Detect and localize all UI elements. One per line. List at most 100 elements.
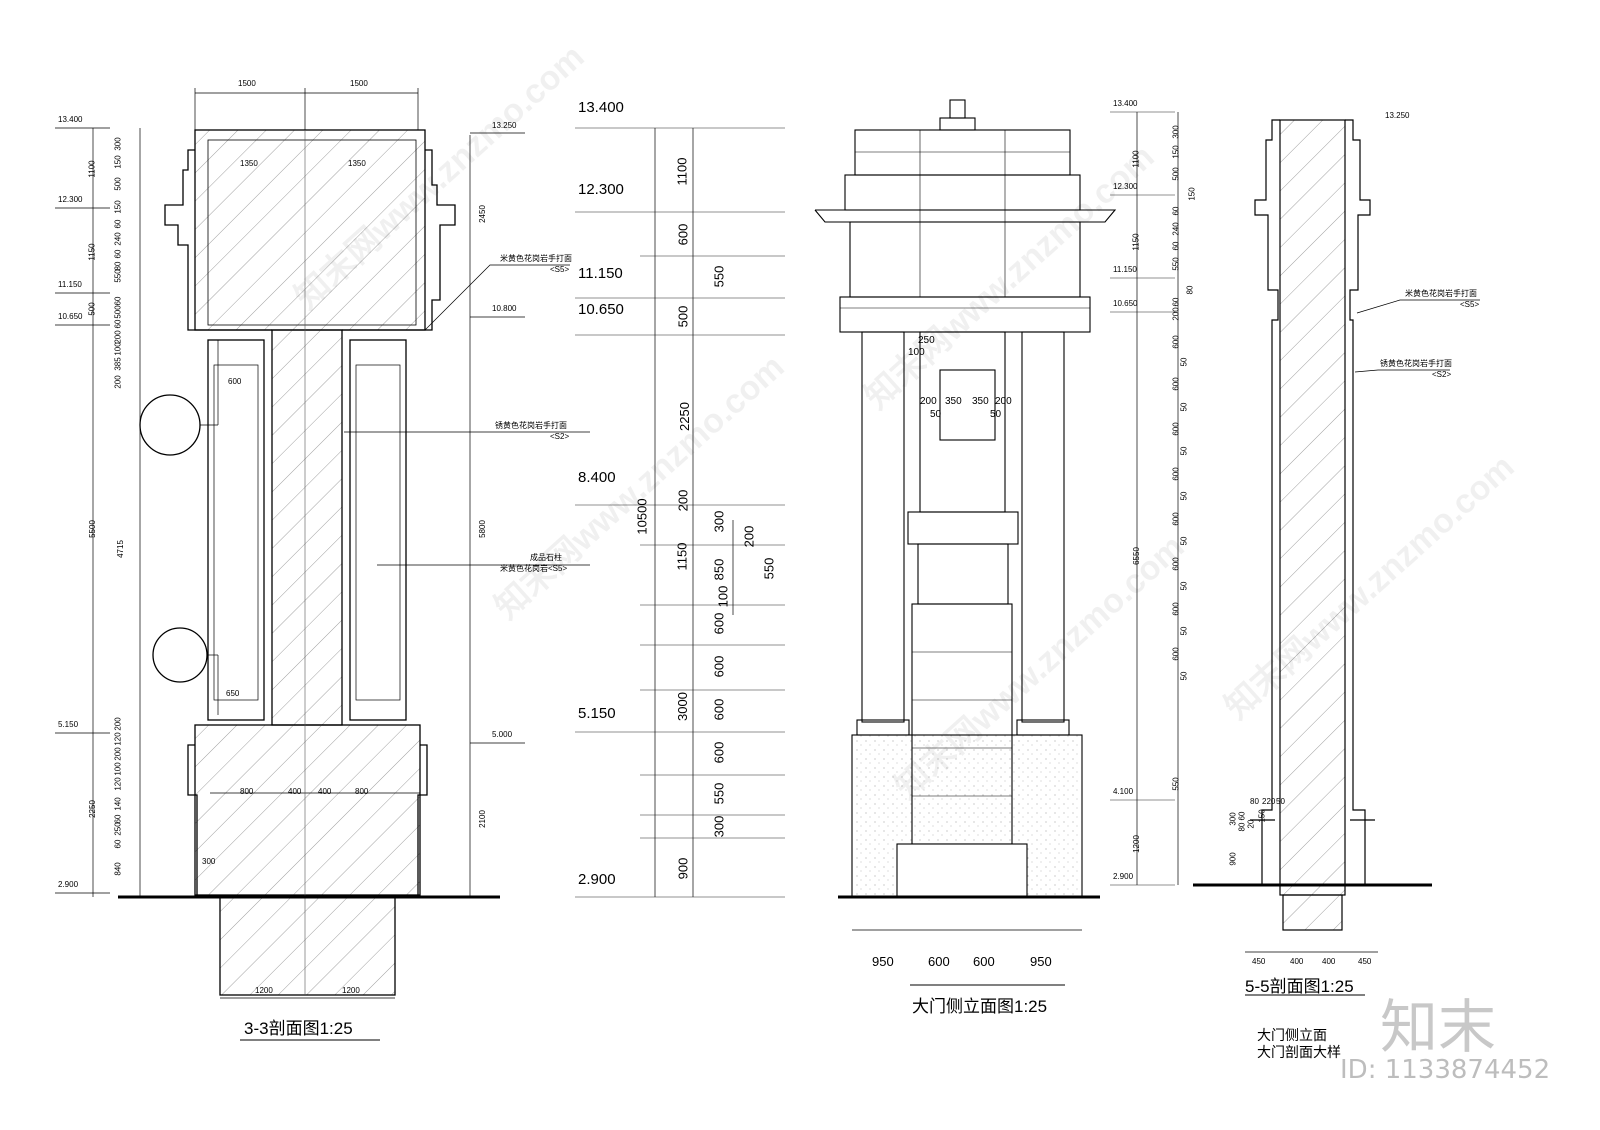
dim-label: 60: [1171, 241, 1181, 251]
dim-label: 500: [675, 305, 691, 328]
elevation-label: 11.150: [1113, 265, 1137, 274]
section-33-title: 3-3剖面图1:25: [244, 1019, 353, 1038]
dim-label: 220: [1262, 797, 1276, 806]
dim-label: 1100: [674, 157, 690, 186]
elevation-label: 12.300: [1113, 182, 1138, 191]
side-elevation-title: 大门侧立面图1:25: [912, 997, 1048, 1016]
elevation-label: 2.900: [58, 880, 79, 889]
dim-label: 5800: [477, 520, 487, 538]
dim-label: 2250: [87, 800, 97, 818]
dim-label: 300: [202, 857, 216, 866]
dim-label: 60: [113, 319, 123, 329]
dim-label: 60: [1171, 297, 1181, 307]
side-elevation-drawing: [575, 99, 1117, 986]
dim-label: 150: [1187, 187, 1197, 201]
dim-label: 60: [1171, 206, 1181, 216]
dim-label: 2250: [676, 402, 692, 431]
dim-label: 1200: [255, 986, 273, 995]
dim-label: 950: [1030, 954, 1052, 969]
dim-label: 600: [1171, 377, 1181, 391]
section-33-drawing: [55, 88, 590, 1041]
dim-label: 60: [113, 249, 123, 259]
dim-label: 600: [1171, 467, 1181, 481]
dim-label: 600: [1171, 602, 1181, 616]
dim-label: 600: [711, 698, 727, 721]
dim-label: 200: [113, 375, 123, 389]
dim-label: 800: [355, 787, 369, 796]
dim-label: 1500: [238, 79, 256, 88]
dim-label: 550: [711, 782, 727, 805]
dim-label: 100: [113, 342, 123, 356]
dim-label: 600: [1171, 557, 1181, 571]
dim-label: 300: [711, 510, 727, 533]
dim-label: 50: [1276, 797, 1285, 806]
elevation-label: 4.100: [1113, 787, 1134, 796]
dim-label: 50: [990, 409, 1002, 420]
dim-label: 50: [930, 409, 942, 420]
elev-center-panel: [919, 331, 1006, 513]
dim-label: 1350: [240, 159, 258, 168]
elevation-label: 5.150: [58, 720, 79, 729]
material-tag: <S2>: [550, 432, 570, 441]
elev-column-right: [1021, 331, 1065, 723]
dim-label: 50: [1179, 581, 1189, 591]
dim-label: 100: [908, 347, 925, 358]
detail-circle-lower: [152, 627, 208, 683]
dim-label: 550: [711, 265, 727, 288]
dim-label: 550: [761, 557, 777, 580]
dim-label: 200: [675, 489, 691, 512]
dim-label: 840: [113, 862, 123, 876]
brand-id: ID: 1133874452: [1340, 1055, 1551, 1085]
dim-label: 500: [113, 305, 123, 319]
dim-label: 300: [113, 137, 123, 151]
dim-label: 60: [113, 296, 123, 306]
elevation-label: 12.300: [578, 181, 624, 198]
dim-label: 400: [288, 787, 302, 796]
dim-label: 850: [711, 558, 727, 581]
elevation-label: 10.650: [1113, 299, 1138, 308]
dim-label: 6550: [1131, 547, 1141, 565]
dim-label: 240: [113, 232, 123, 246]
material-label: 锈黄色花岗岩手打面: [1380, 359, 1452, 368]
column-left: [207, 339, 265, 721]
dim-label: 50: [1179, 402, 1189, 412]
dim-label: 300: [711, 815, 727, 838]
note-section-detail: 大门剖面大样: [1257, 1044, 1341, 1060]
elevation-label: 13.250: [492, 121, 517, 130]
column-right: [349, 339, 407, 721]
dim-label: 600: [675, 223, 691, 246]
dim-label: 900: [675, 857, 691, 880]
dim-label: 50: [1179, 626, 1189, 636]
elevation-label: 10.650: [578, 301, 624, 318]
section-55-drawing: [1110, 111, 1480, 996]
dim-label: 385: [113, 357, 123, 371]
cap-block: [194, 129, 426, 331]
material-label: 米黄色花岗岩<S5>: [500, 564, 568, 573]
material-label: 锈黄色花岗岩手打面: [495, 421, 567, 430]
dim-label: 80: [1185, 285, 1195, 295]
material-tag: <S5>: [550, 265, 570, 274]
dim-label: 200: [995, 396, 1012, 407]
dim-label: 120: [113, 732, 123, 746]
dim-label: 240: [1171, 222, 1181, 236]
dim-label: 50: [1179, 536, 1189, 546]
dim-label: 600: [928, 954, 950, 969]
dim-label: 900: [1228, 852, 1238, 866]
dim-label: 10500: [634, 498, 650, 535]
dim-label: 350: [945, 396, 962, 407]
base-block: [194, 724, 421, 896]
section-55-title: 5-5剖面图1:25: [1245, 977, 1354, 996]
dim-label: 150: [113, 155, 123, 169]
elev-column-left: [861, 331, 905, 723]
elevation-label: 8.400: [578, 469, 616, 486]
dim-label: 550: [113, 269, 123, 283]
dim-label: 200: [1171, 307, 1181, 321]
dim-label: 200: [741, 525, 757, 548]
dim-label: 600: [1171, 647, 1181, 661]
dim-label: 150: [1257, 809, 1267, 823]
elevation-label: 13.400: [1113, 99, 1138, 108]
dim-label: 60: [113, 219, 123, 229]
brand-logo: 知末: [1380, 993, 1497, 1061]
dim-label: 1150: [674, 542, 690, 571]
dim-label: 600: [228, 377, 242, 386]
